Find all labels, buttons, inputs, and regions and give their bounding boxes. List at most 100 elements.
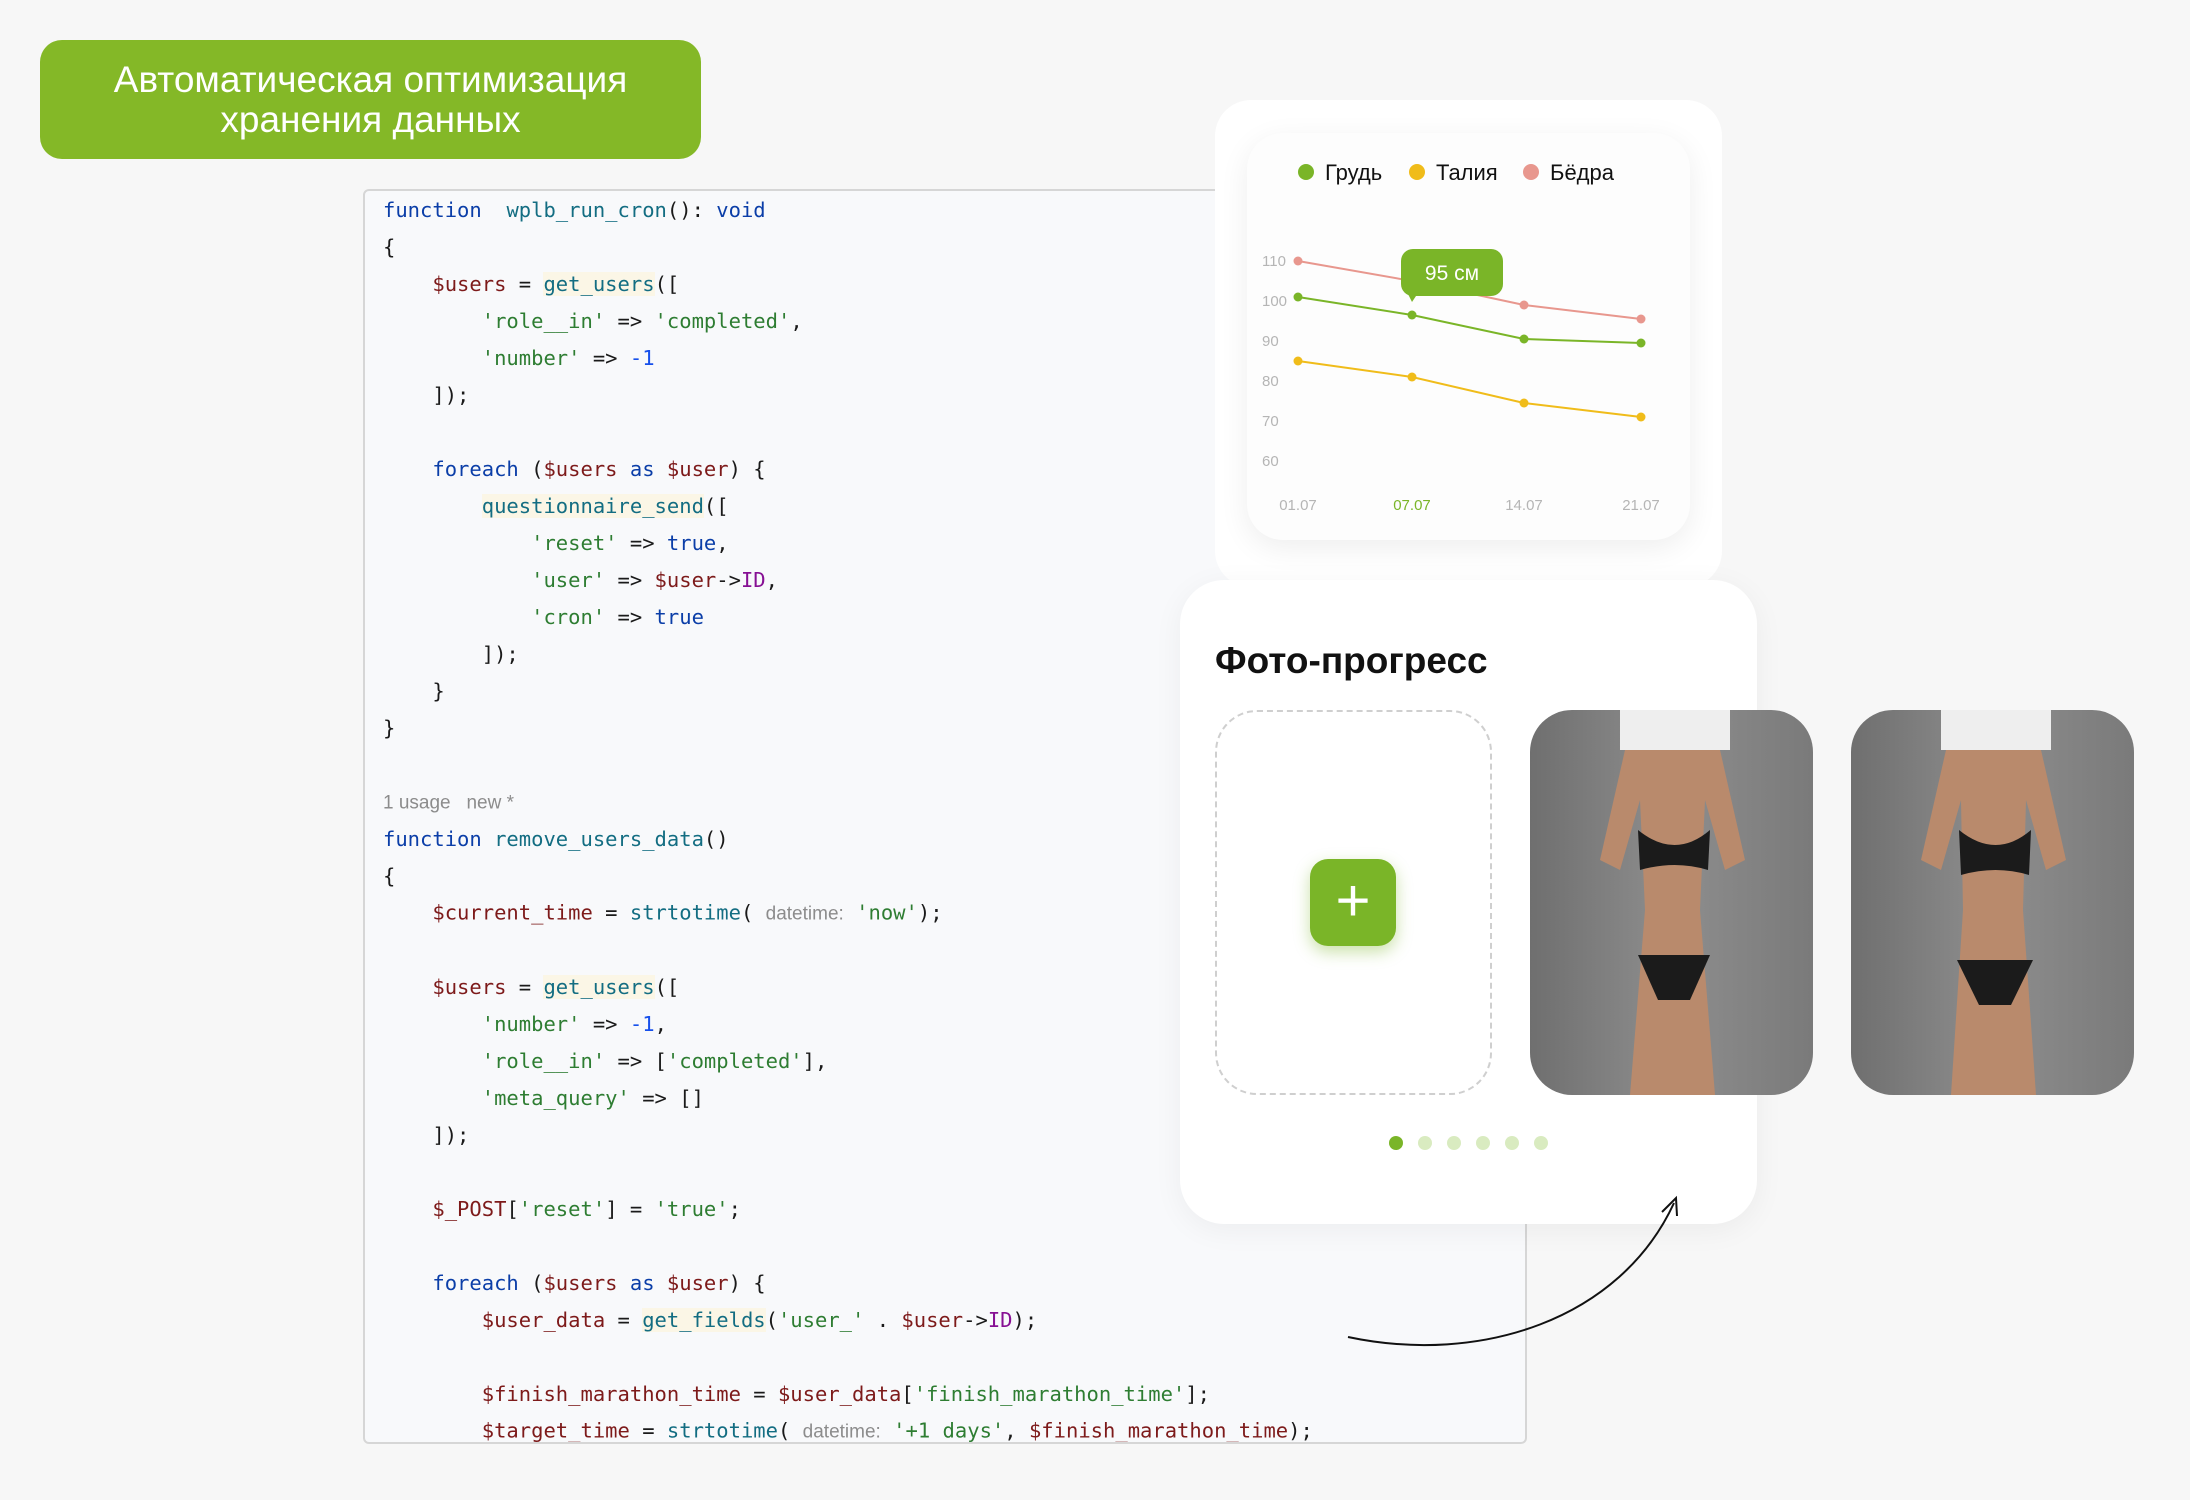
code-line: 'reset' => true, <box>383 531 729 555</box>
code-line: } <box>383 716 395 740</box>
code-token: [ <box>506 1197 519 1221</box>
person-photo-icon <box>1921 710 2066 1095</box>
code-token: $users <box>543 1271 618 1295</box>
code-token: 'true' <box>654 1197 729 1221</box>
progress-photo[interactable] <box>1851 710 2134 1095</box>
pagination-dot[interactable] <box>1534 1136 1548 1150</box>
code-token: ], <box>802 1049 828 1073</box>
code-token <box>383 1271 432 1295</box>
pagination-dot[interactable] <box>1476 1136 1490 1150</box>
x-tick-label: 01.07 <box>1279 497 1317 514</box>
headline-line1: Автоматическая оптимизация <box>113 58 628 100</box>
legend-label: Грудь <box>1325 160 1382 185</box>
code-token: ; <box>728 1197 741 1221</box>
series-line-Талия <box>1297 360 1642 418</box>
code-token: 'reset' <box>518 1197 606 1221</box>
code-token: strtotime <box>666 1418 778 1443</box>
code-token: $user <box>901 1308 964 1332</box>
pagination-dot[interactable] <box>1505 1136 1519 1150</box>
code-token: { <box>383 235 396 259</box>
code-token <box>383 975 432 999</box>
code-line: { <box>383 864 395 888</box>
code-token <box>383 1382 482 1406</box>
x-tick-label: 21.07 <box>1622 497 1660 514</box>
code-token <box>383 1086 482 1110</box>
code-token: => <box>580 346 630 370</box>
headline-badge: Автоматическая оптимизация хранения данн… <box>40 40 701 159</box>
code-token: [ <box>901 1382 914 1406</box>
code-token <box>482 827 494 851</box>
add-photo-button[interactable]: + <box>1310 859 1396 946</box>
code-token: get_users <box>543 272 655 296</box>
code-token: { <box>383 864 396 888</box>
code-token <box>881 1419 893 1443</box>
code-line: $current_time = strtotime( datetime: 'no… <box>383 900 942 926</box>
code-token: 'role__in' <box>481 309 606 333</box>
legend-label: Талия <box>1436 160 1498 185</box>
code-token: 'reset' <box>531 531 618 555</box>
code-token: $_POST <box>432 1197 507 1221</box>
code-token: ([ <box>654 975 680 999</box>
code-token: ] = <box>605 1197 655 1221</box>
y-tick-label: 100 <box>1262 293 1287 310</box>
headline-line2: хранения данных <box>220 98 521 140</box>
code-token: ]; <box>1185 1382 1210 1406</box>
progress-photo[interactable] <box>1530 710 1813 1095</box>
code-token: -1 <box>629 1012 655 1036</box>
code-token: $user_data <box>777 1382 902 1406</box>
code-token: = <box>629 1418 667 1443</box>
code-line: function remove_users_data() <box>383 827 729 851</box>
code-token: = <box>506 975 544 999</box>
code-line: 'meta_query' => [] <box>383 1086 704 1110</box>
data-point <box>1636 314 1646 324</box>
code-token: ( <box>765 1308 778 1332</box>
legend-dot <box>1523 164 1539 180</box>
code-token: , <box>790 309 803 333</box>
code-token: questionnaire_send <box>481 494 704 518</box>
tooltip-bubble <box>1401 249 1503 296</box>
code-line: questionnaire_send([ <box>383 494 729 518</box>
code-token: . <box>864 1308 902 1332</box>
code-line: 'number' => -1, <box>383 1012 667 1036</box>
legend-dot <box>1409 164 1425 180</box>
code-token: ); <box>1012 1308 1038 1332</box>
code-token: 'cron' <box>531 605 606 629</box>
code-token: remove_users_data <box>494 827 704 851</box>
code-token: datetime: <box>802 1421 881 1443</box>
code-token: $users <box>543 457 618 481</box>
code-token: ( <box>518 457 544 481</box>
code-token: 1 usage new * <box>383 792 514 814</box>
add-photo-slot[interactable] <box>1215 710 1492 1095</box>
code-token: => [ <box>605 1049 667 1073</box>
code-token: $user <box>666 1271 729 1295</box>
code-token: 'finish_marathon_time' <box>913 1382 1186 1406</box>
code-line: ]); <box>383 383 469 407</box>
data-point <box>1519 398 1529 408</box>
pagination-dot[interactable] <box>1418 1136 1432 1150</box>
code-token: ( <box>740 900 766 925</box>
code-token: ]); <box>383 642 519 666</box>
code-token: -> <box>716 568 741 592</box>
code-token <box>383 1049 482 1073</box>
code-token: , <box>1004 1418 1029 1443</box>
data-point <box>1293 256 1303 266</box>
data-point <box>1407 310 1417 320</box>
legend-dot <box>1298 164 1314 180</box>
code-token: 'completed' <box>654 309 791 333</box>
code-line: ]); <box>383 642 519 666</box>
pagination-dot[interactable] <box>1447 1136 1461 1150</box>
code-token <box>383 1308 482 1332</box>
code-line: 'role__in' => 'completed', <box>383 309 803 333</box>
code-token: as <box>617 457 667 481</box>
code-token: ( <box>518 1271 544 1295</box>
code-token: $target_time <box>481 1418 630 1443</box>
code-token: = <box>592 900 630 925</box>
code-token: function <box>383 198 482 222</box>
y-tick-label: 70 <box>1262 413 1279 430</box>
code-line: $target_time = strtotime( datetime: '+1 … <box>383 1418 1313 1443</box>
pagination-dot[interactable] <box>1389 1136 1403 1150</box>
code-token: 'now' <box>856 900 918 925</box>
code-line: 'cron' => true <box>383 605 704 629</box>
code-token: , <box>654 1012 667 1036</box>
